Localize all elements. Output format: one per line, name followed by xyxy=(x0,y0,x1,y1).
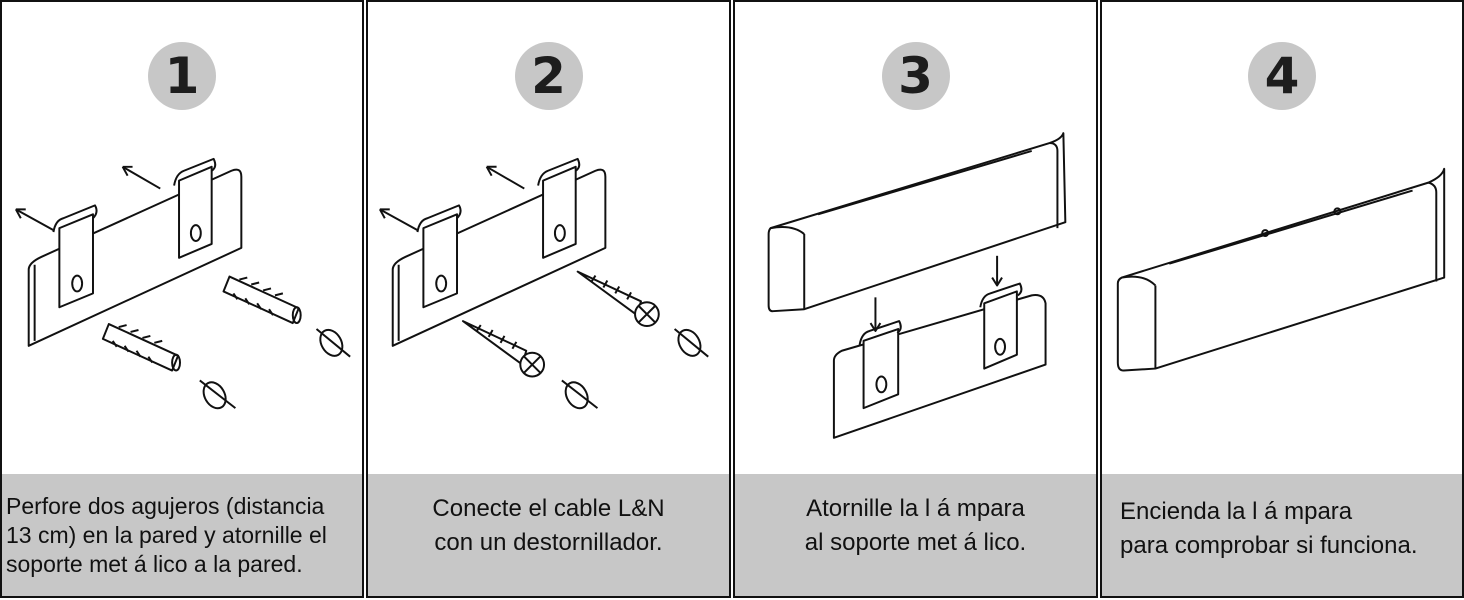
step-panel-4: 4 Encienda la l á mpara para comprobar s… xyxy=(1100,0,1464,598)
rotate-arrow-icon xyxy=(561,379,599,410)
caption-line: al soporte met á lico. xyxy=(804,529,1027,556)
step-panel-2: 2 xyxy=(366,0,731,598)
caption-line: con un destornillador. xyxy=(434,529,663,556)
step-caption: Atornille la l á mpara al soporte met á … xyxy=(735,474,1096,596)
caption-line: Conecte el cable L&N xyxy=(432,495,665,522)
lamp-icon xyxy=(1116,167,1446,372)
step-panel-1: 1 xyxy=(0,0,364,598)
lamp-icon xyxy=(767,132,1067,313)
screw-icon xyxy=(461,320,546,378)
rotate-arrow-icon xyxy=(315,328,351,358)
step-caption: Encienda la l á mpara para comprobar si … xyxy=(1102,474,1462,596)
bracket-icon xyxy=(391,157,607,347)
bracket-icon xyxy=(27,157,243,347)
step-number-badge: 4 xyxy=(1248,42,1316,110)
wall-anchor-icon xyxy=(101,323,182,372)
step-caption: Conecte el cable L&N con un destornillad… xyxy=(368,474,729,596)
step-caption: Perfore dos agujeros (distancia 13 cm) e… xyxy=(2,474,362,596)
step-1-illustration xyxy=(14,157,351,410)
step-number-badge: 1 xyxy=(148,42,216,110)
step-panel-3: 3 xyxy=(733,0,1098,598)
caption-line: Perfore dos agujeros (distancia xyxy=(6,492,325,519)
step-number: 3 xyxy=(898,47,933,105)
step-2-illustration xyxy=(379,157,709,410)
step-number: 2 xyxy=(531,47,566,105)
caption-line: para comprobar si funciona. xyxy=(1120,532,1418,559)
step-number-badge: 3 xyxy=(881,42,950,110)
caption-line: Atornille la l á mpara xyxy=(806,495,1025,522)
bracket-icon xyxy=(832,282,1047,439)
wall-anchor-icon xyxy=(222,275,302,325)
caption-line: soporte met á lico a la pared. xyxy=(6,550,303,577)
step-3-illustration xyxy=(767,132,1067,439)
caption-line: 13 cm) en la pared y atornille el xyxy=(6,521,327,548)
step-number-badge: 2 xyxy=(514,42,583,110)
rotate-arrow-icon xyxy=(673,328,709,358)
step-4-illustration xyxy=(1116,167,1446,372)
step-number: 4 xyxy=(1264,47,1300,105)
rotate-arrow-icon xyxy=(199,379,237,410)
screw-icon xyxy=(576,270,660,328)
step-number: 1 xyxy=(164,47,200,105)
caption-line: Encienda la l á mpara xyxy=(1120,498,1353,525)
